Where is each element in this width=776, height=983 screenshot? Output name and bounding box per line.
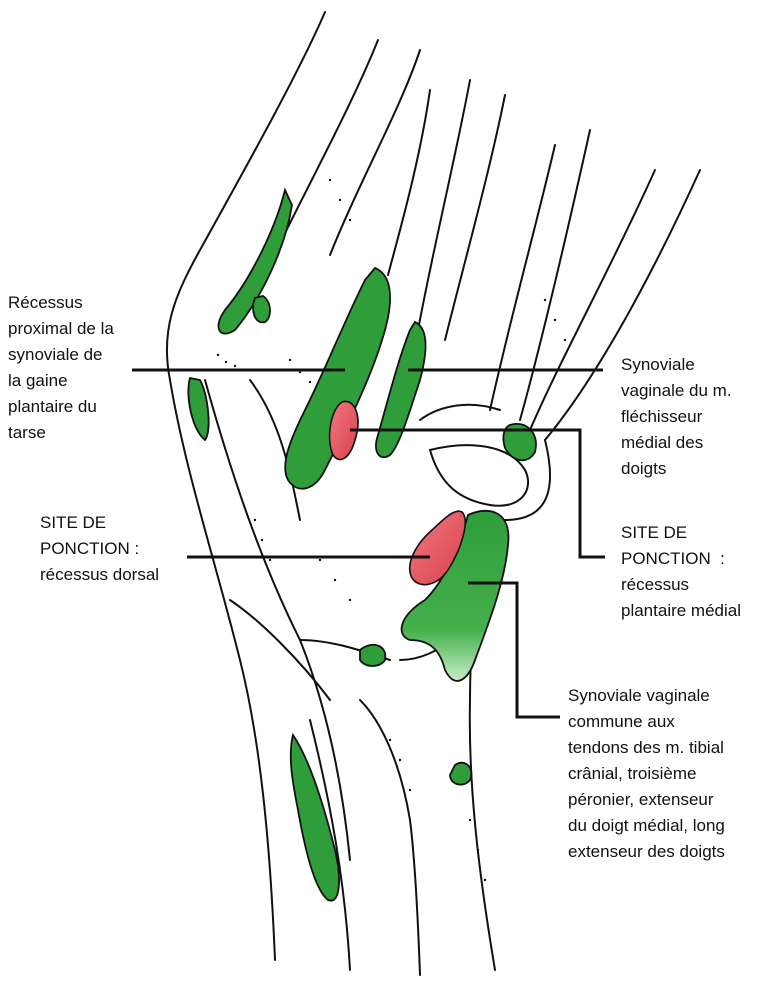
label-site-ponction-plantaire: SITE DE PONCTION : récessus plantaire mé… bbox=[621, 520, 741, 624]
stipple-texture bbox=[217, 179, 566, 881]
label-recessus-proximal: Récessus proximal de la synoviale de la … bbox=[8, 290, 114, 446]
label-site-ponction-dorsal: SITE DE PONCTION : récessus dorsal bbox=[40, 510, 159, 588]
synovial-sheaths bbox=[188, 190, 536, 901]
label-synoviale-commune: Synoviale vaginale commune aux tendons d… bbox=[568, 683, 725, 865]
label-synoviale-flechisseur-medial: Synoviale vaginale du m. fléchisseur méd… bbox=[621, 352, 732, 482]
